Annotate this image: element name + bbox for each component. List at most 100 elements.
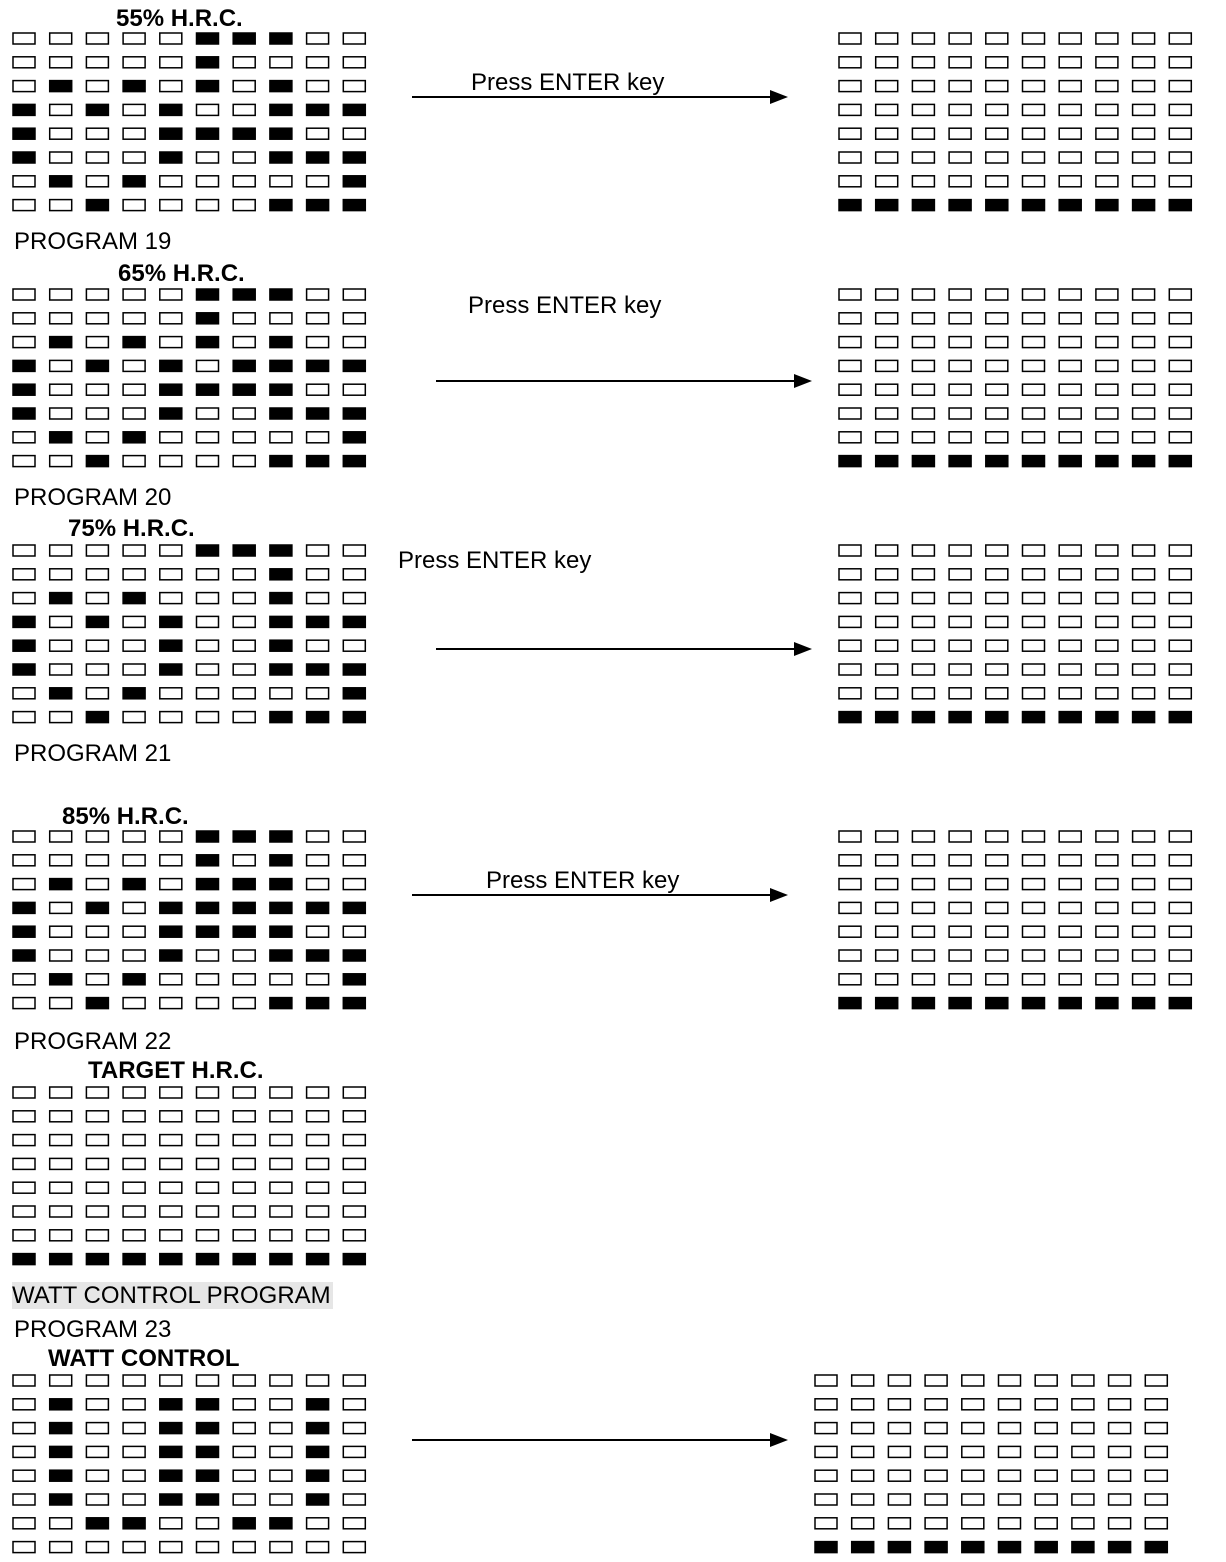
led-cell-off <box>159 1110 183 1123</box>
led-cell-off <box>948 854 972 867</box>
led-cell-off <box>48 1517 73 1530</box>
led-cell-off <box>195 1540 220 1554</box>
led-cell-off <box>1168 407 1193 420</box>
led-cell-on <box>985 710 1009 724</box>
led-cell-off <box>85 407 110 420</box>
led-cell-off <box>1168 151 1193 164</box>
led-cell-off <box>85 925 110 938</box>
led-cell-off <box>924 1493 948 1506</box>
led-cell-off <box>997 1469 1022 1482</box>
led-cell-off <box>159 1374 183 1387</box>
led-cell-off <box>911 103 936 117</box>
led-cell-off <box>814 1493 838 1506</box>
led-cell-off <box>305 973 330 986</box>
led-cell-off <box>48 383 73 396</box>
led-cell-off <box>1034 1517 1058 1530</box>
led-cell-off <box>1095 949 1119 962</box>
led-cell-off <box>85 1469 110 1482</box>
led-cell-off <box>85 1157 110 1171</box>
led-cell-on <box>232 1252 256 1266</box>
led-cell-off <box>269 1374 293 1387</box>
led-cell-off <box>948 639 972 652</box>
led-cell-on <box>269 877 293 891</box>
led-cell-off <box>1168 544 1193 557</box>
led-cell-off <box>814 1469 838 1482</box>
led-cell-off <box>1168 568 1193 581</box>
led-cell-off <box>1021 615 1046 629</box>
led-cell-off <box>1058 901 1082 915</box>
led-cell-off <box>85 1133 110 1147</box>
led-cell-off <box>814 1398 838 1411</box>
led-cell-off <box>1058 973 1082 986</box>
led-cell-off <box>12 996 36 1010</box>
led-cell-on <box>305 1469 330 1482</box>
led-cell-off <box>122 568 146 581</box>
led-cell-off <box>85 312 110 325</box>
led-cell-off <box>985 407 1009 420</box>
led-cell-off <box>159 544 183 557</box>
led-cell-on <box>887 1540 912 1554</box>
led-cell-off <box>1021 591 1046 605</box>
led-cell-off <box>48 710 73 724</box>
led-cell-off <box>1131 359 1156 373</box>
led-cell-off <box>838 407 862 420</box>
led-cell-off <box>342 1398 367 1411</box>
led-cell-off <box>1168 288 1193 301</box>
led-cell-off <box>1131 854 1156 867</box>
led-cell-off <box>911 127 936 140</box>
led-cell-off <box>1168 687 1193 700</box>
led-cell-off <box>48 544 73 557</box>
led-cell-off <box>269 1181 293 1194</box>
led-cell-on <box>48 591 73 605</box>
led-cell-off <box>85 877 110 891</box>
led-cell-on <box>232 127 256 140</box>
led-grid-55-hrc <box>12 32 367 212</box>
led-cell-off <box>122 544 146 557</box>
led-cell-off <box>305 1181 330 1194</box>
led-cell-off <box>874 127 899 140</box>
led-cell-on <box>342 949 367 962</box>
led-cell-off <box>1131 56 1156 69</box>
led-cell-on <box>1058 454 1082 468</box>
led-cell-off <box>85 949 110 962</box>
led-cell-off <box>12 830 36 843</box>
led-cell-off <box>159 1229 183 1242</box>
led-cell-off <box>195 687 220 700</box>
led-cell-off <box>85 127 110 140</box>
led-cell-off <box>874 615 899 629</box>
led-cell-off <box>342 312 367 325</box>
led-cell-off <box>887 1493 912 1506</box>
led-cell-off <box>838 687 862 700</box>
led-cell-off <box>12 1086 36 1099</box>
led-cell-off <box>159 431 183 444</box>
led-cell-off <box>1131 32 1156 45</box>
led-cell-off <box>122 854 146 867</box>
led-cell-off <box>269 1540 293 1554</box>
led-cell-off <box>85 1540 110 1554</box>
led-cell-on <box>305 901 330 915</box>
led-cell-off <box>1095 687 1119 700</box>
led-cell-off <box>122 1540 146 1554</box>
led-cell-off <box>305 288 330 301</box>
led-cell-off <box>1095 359 1119 373</box>
led-cell-off <box>305 925 330 938</box>
led-cell-off <box>195 1205 220 1218</box>
led-cell-off <box>122 454 146 468</box>
led-cell-off <box>1058 151 1082 164</box>
led-cell-off <box>911 615 936 629</box>
led-cell-off <box>961 1445 985 1459</box>
led-cell-on <box>12 901 36 915</box>
led-cell-off <box>838 949 862 962</box>
led-cell-off <box>948 973 972 986</box>
led-cell-off <box>195 949 220 962</box>
led-cell-off <box>961 1374 985 1387</box>
led-cell-off <box>838 431 862 444</box>
led-cell-on <box>269 32 293 45</box>
led-cell-off <box>85 1181 110 1194</box>
led-cell-off <box>1058 359 1082 373</box>
led-cell-off <box>12 710 36 724</box>
led-cell-off <box>305 591 330 605</box>
led-cell-off <box>887 1445 912 1459</box>
led-cell-off <box>985 949 1009 962</box>
led-cell-off <box>997 1398 1022 1411</box>
